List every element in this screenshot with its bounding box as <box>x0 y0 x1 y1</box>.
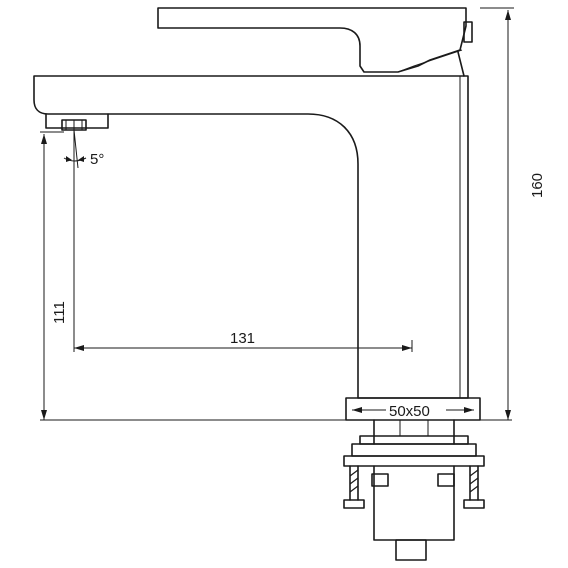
total-height-label: 160 <box>529 173 546 198</box>
spout-height-dimension: 111 <box>40 131 68 420</box>
spout-height-label: 111 <box>51 301 68 324</box>
spout-body <box>33 51 469 399</box>
mounting-hardware <box>343 419 485 561</box>
angle-label: 5° <box>90 151 104 168</box>
reach-dimension: 131 <box>73 168 413 352</box>
base-size-label: 50x50 <box>389 403 430 420</box>
angle-marker: 5° <box>63 129 104 169</box>
base-plate: 50x50 <box>345 397 481 421</box>
reach-label: 131 <box>230 330 255 347</box>
lever-handle <box>157 7 473 73</box>
total-height-dimension: 160 <box>480 7 546 420</box>
aerator-outlet <box>45 113 109 131</box>
